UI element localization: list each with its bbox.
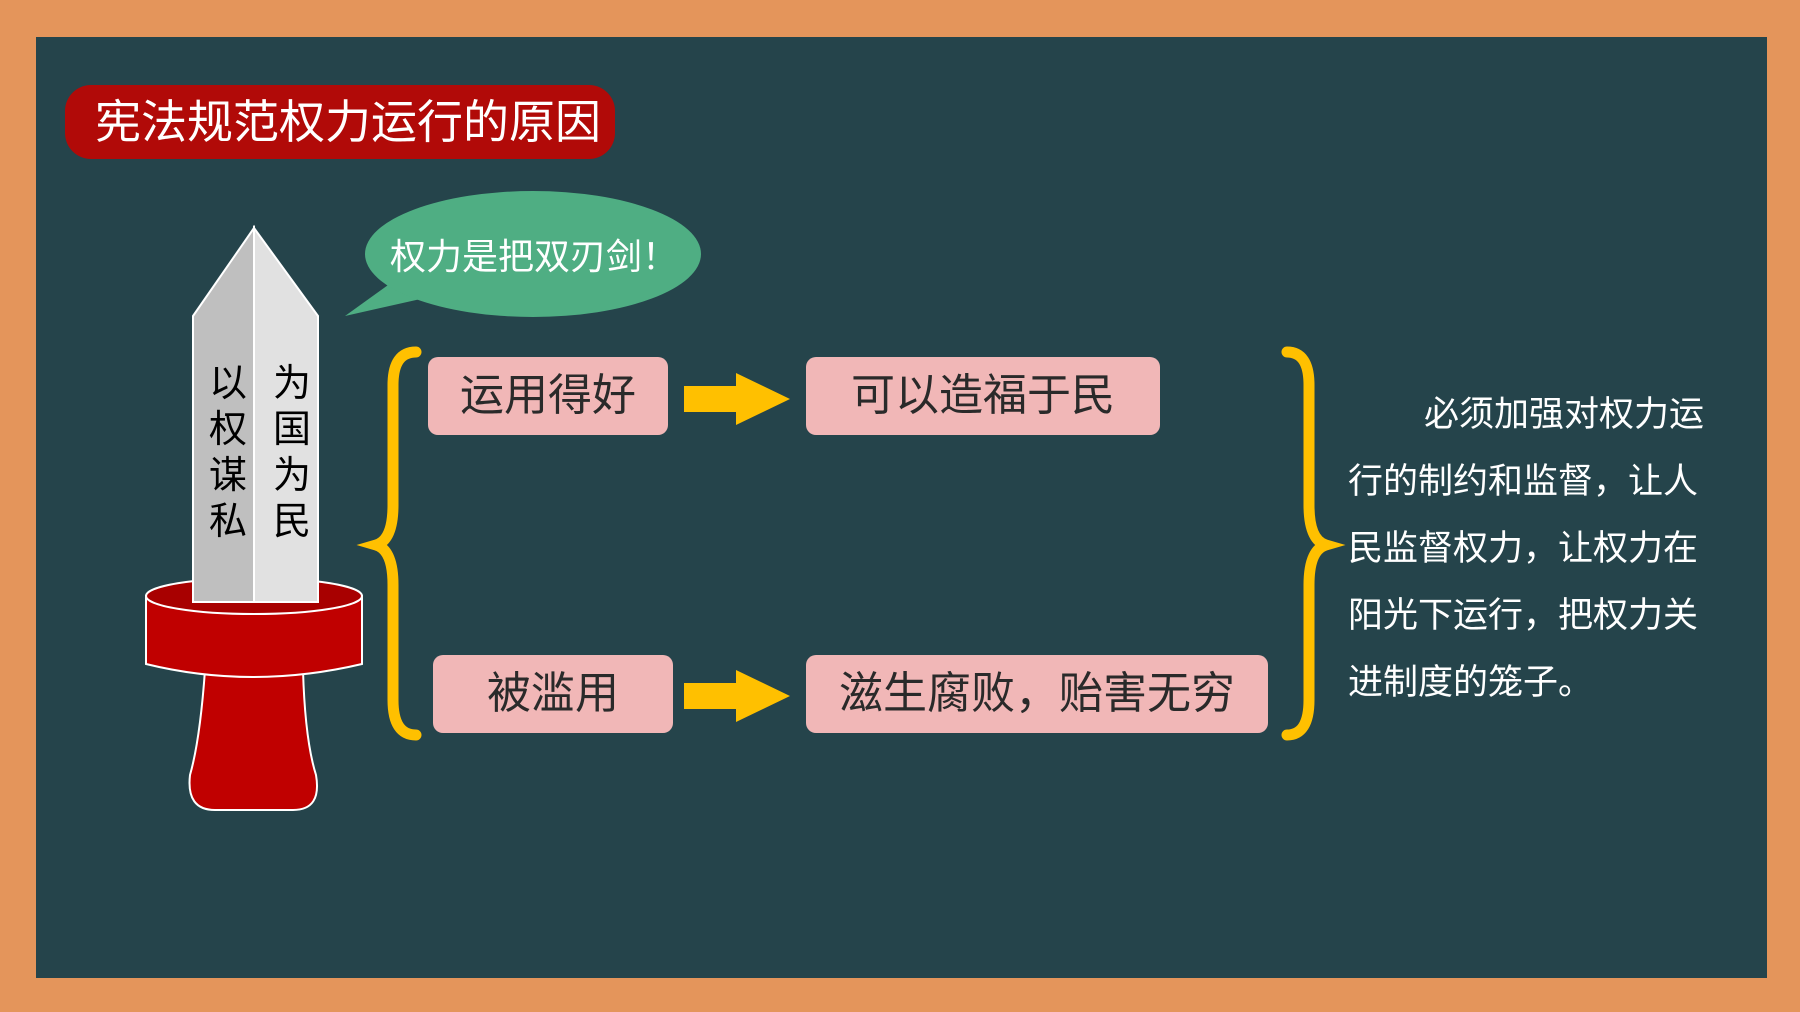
right-brace xyxy=(1281,346,1346,741)
bubble-text: 权力是把双刃剑！ xyxy=(390,237,679,278)
sword-hilt xyxy=(145,577,363,811)
sword-blade xyxy=(192,224,319,603)
page-title: 宪法规范权力运行的原因 xyxy=(65,85,615,159)
effect-box-good: 可以造福于民 xyxy=(806,357,1160,435)
conclusion-text: 必须加强对权力运行的制约和监督，让人民监督权力，让权力在阳光下运行，把权力关进制… xyxy=(1348,395,1705,703)
cause-box-abuse: 被滥用 xyxy=(433,655,673,733)
arrow-right-icon xyxy=(684,670,790,722)
effect-box-abuse: 滋生腐败，贻害无穷 xyxy=(806,655,1268,733)
chalkboard xyxy=(36,37,1767,978)
arrow-right-icon xyxy=(684,373,790,425)
left-brace xyxy=(356,346,422,741)
speech-bubble xyxy=(345,191,701,317)
cause-box-good: 运用得好 xyxy=(428,357,668,435)
sword-left-text: 以权谋私 xyxy=(208,361,247,543)
sword-right-text: 为国为民 xyxy=(272,361,311,543)
